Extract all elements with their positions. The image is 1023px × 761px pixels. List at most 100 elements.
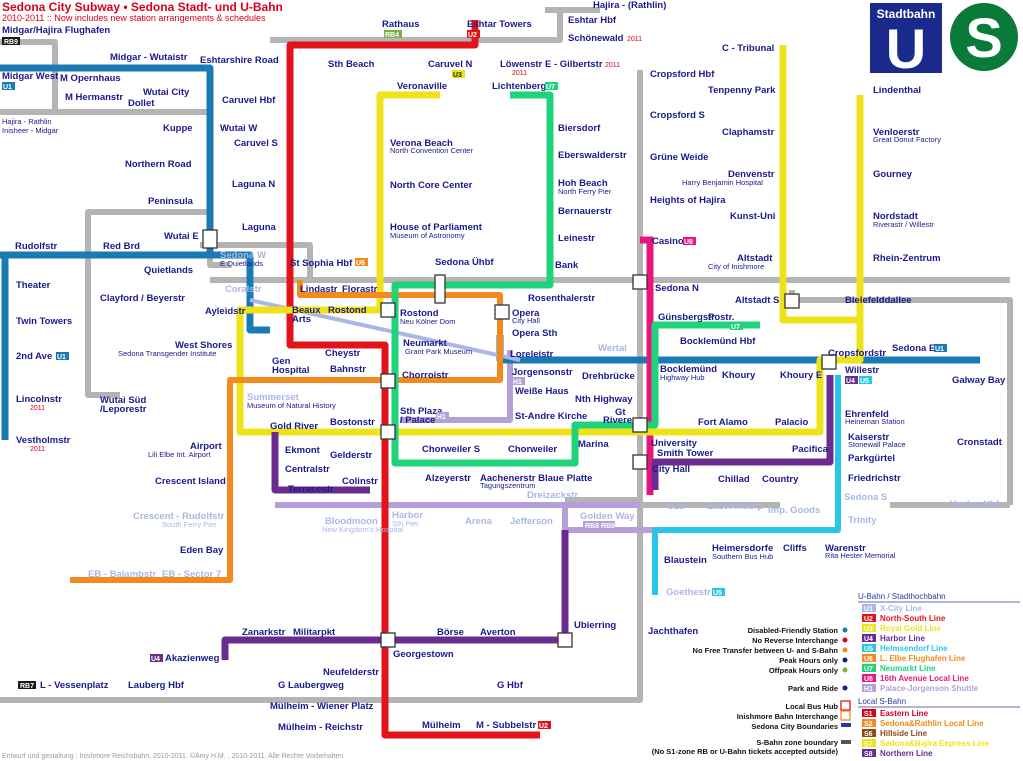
note-2011: 2011 xyxy=(30,446,45,453)
legend-u-line-code: H1 xyxy=(864,686,873,693)
station-rostond-w: Rostond xyxy=(328,305,367,316)
station-kaiserstr: Kaiserstr xyxy=(848,432,889,443)
station-leporestr: /Leporestr xyxy=(100,404,147,415)
station-akazienweg: Akazienweg xyxy=(165,653,220,664)
badge-u2: U2 xyxy=(468,32,477,39)
u-logo-label: Stadtbahn xyxy=(877,7,936,21)
legend-no-free-transfer: No Free Transfer between U- and S-Bahn xyxy=(693,646,839,655)
legend-u-line-name: Palace-Jorgenson Shuttle xyxy=(880,684,979,693)
station-laguna: Laguna xyxy=(242,222,276,233)
station-colinstr: Colinstr xyxy=(342,476,378,487)
station-bielefelddallee: Bielefelddallee xyxy=(845,295,912,306)
legend-peak-hours: Peak Hours only xyxy=(779,656,839,665)
station-opernhaus: M Opernhaus xyxy=(60,73,121,84)
station-golden-way: Golden Way xyxy=(580,511,635,522)
station-cropsfordstr: Cropsfordstr xyxy=(828,348,886,359)
station-jefferson: Jefferson xyxy=(510,516,553,527)
badge-rb4: RB4 xyxy=(385,32,399,39)
station-friedrichstr: Friedrichstr xyxy=(848,473,901,484)
badge-u1: U1 xyxy=(57,354,66,361)
station-heimersdorfe: Heimersdorfe xyxy=(712,543,773,554)
station-ayleidstr: Ayleidstr xyxy=(205,306,246,317)
station-north-conv: North Convention Center xyxy=(390,146,473,155)
station-lindenthal: Lindenthal xyxy=(873,85,921,96)
map-subtitle: 2010-2011 :: Now includes new station ar… xyxy=(2,13,266,23)
station-west-shores: West Shores xyxy=(175,340,232,351)
station-bernauer: Bernauerstr xyxy=(558,206,612,217)
station-lowenstr: Löwenstr xyxy=(500,59,543,70)
station-eshtar-towers: Eshtar Towers xyxy=(467,19,532,30)
legend-u-line-code: U4 xyxy=(864,636,873,643)
station-hoh-beach: Hoh Beach xyxy=(558,178,608,189)
station-biersdorf: Biersdorf xyxy=(558,123,601,134)
station-laguna-n: Laguna N xyxy=(232,179,275,190)
station-theater: Theater xyxy=(16,280,51,291)
station-sth-pier: Sth Pier xyxy=(392,519,419,528)
badge-u7: U7 xyxy=(731,324,740,331)
station-dreizackstr: Dreizackstr xyxy=(527,490,579,501)
station-gen: Gen xyxy=(272,356,291,367)
legend-s-line-name: Sedona&Hajira Express Line xyxy=(880,739,989,748)
station-schonewald: Schönewald xyxy=(568,33,624,44)
station-beaux: Beaux xyxy=(292,305,321,316)
station-palace: / Palace xyxy=(400,415,435,426)
station-caruvel-n: Caruvel N xyxy=(428,59,472,70)
station-blaustein: Blaustein xyxy=(664,555,707,566)
station-sedona-s: Sedona S xyxy=(844,492,887,503)
station-kuppe: Kuppe xyxy=(163,123,193,134)
station-southern-bus: Southern Bus Hub xyxy=(712,552,773,561)
station-wutai-e: Wutai E xyxy=(164,231,199,242)
station-parliament: House of Parliament xyxy=(390,222,483,233)
station-red-brd: Red Brd xyxy=(103,241,140,252)
legend-u-line-code: U5 xyxy=(864,646,873,653)
station-opera-sth: Opera Sth xyxy=(512,328,558,339)
u7-line xyxy=(391,91,760,467)
station-heights: Heights of Hajira xyxy=(650,195,726,206)
station-sedona-uhbf: Sedona Ühbf xyxy=(435,257,494,268)
station-drehbrucke: Drehbrücke xyxy=(582,371,635,382)
station-rita: Rita Hester Memorial xyxy=(825,551,896,560)
legend-u-line-swatch xyxy=(862,614,876,622)
station-rudolfstr: Rudolfstr xyxy=(15,241,58,252)
station-bostonstr: Bostonstr xyxy=(330,417,375,428)
station-militarpkt: Militarpkt xyxy=(293,627,336,638)
station-wutai-city: Wutai City xyxy=(143,87,190,98)
legend-u-line-name: 16th Avenue Local Line xyxy=(880,674,969,683)
badge-u5: U5 xyxy=(713,590,722,597)
station-imp-goods: Imp. Goods xyxy=(768,505,820,516)
legend-s-line-swatch xyxy=(862,739,876,747)
station-caruvel-hbf: Caruvel Hbf xyxy=(222,95,276,106)
station-harbor: Harbor xyxy=(392,510,423,521)
map-title: Sedona City Subway • Sedona Stadt- und U… xyxy=(2,0,283,14)
badge-u1: U1 xyxy=(935,346,944,353)
legend-u-line-code: U1 xyxy=(864,606,873,613)
station-veronaville: Veronaville xyxy=(397,81,447,92)
station-transgender: Sedona Transgender Institute xyxy=(118,349,216,358)
badge-u4: U4 xyxy=(846,378,855,385)
station-benjamin: Harry Benjamin Hospital xyxy=(682,178,763,187)
station-jachthafen: Jachthafen xyxy=(648,626,698,637)
u-logo-letter: U xyxy=(886,17,926,80)
station-warenstr: Warenstr xyxy=(825,543,866,554)
station-mulheim: Mülheim xyxy=(422,720,461,731)
legend-u-line-name: North-South Line xyxy=(880,614,946,623)
station-verona-beach: Verona Beach xyxy=(390,138,453,149)
station-midgar-hajira: Midgar/Hajira Flughafen xyxy=(2,25,110,36)
u2-line xyxy=(286,20,540,739)
station-laubergweg: G Laubergweg xyxy=(278,680,344,691)
legend-u-line-code: U3 xyxy=(864,626,873,633)
station-wutai-w: Wutai W xyxy=(220,123,257,134)
legend-city-boundaries: Sedona City Boundaries xyxy=(751,722,838,731)
note-2011: 2011 xyxy=(605,62,620,69)
station-south-ferry: South Ferry Pier xyxy=(162,520,217,529)
badge-h1: H1 xyxy=(513,379,522,386)
station-averton: Averton xyxy=(480,627,516,638)
legend-u-line-name: X-City Line xyxy=(880,604,922,613)
legend-offpeak-hours: Offpeak Hours only xyxy=(769,666,839,675)
station-grant-park: Grant Park Museum xyxy=(405,347,472,356)
u5-line xyxy=(652,375,841,595)
station-rhein-zentrum: Rhein-Zentrum xyxy=(873,253,941,264)
interchange-boxes xyxy=(202,229,837,648)
station-wutai-sud: Wutai Süd xyxy=(100,395,146,406)
station-hajira-rathlin2: Hajira - (Rathlin) xyxy=(593,0,666,11)
